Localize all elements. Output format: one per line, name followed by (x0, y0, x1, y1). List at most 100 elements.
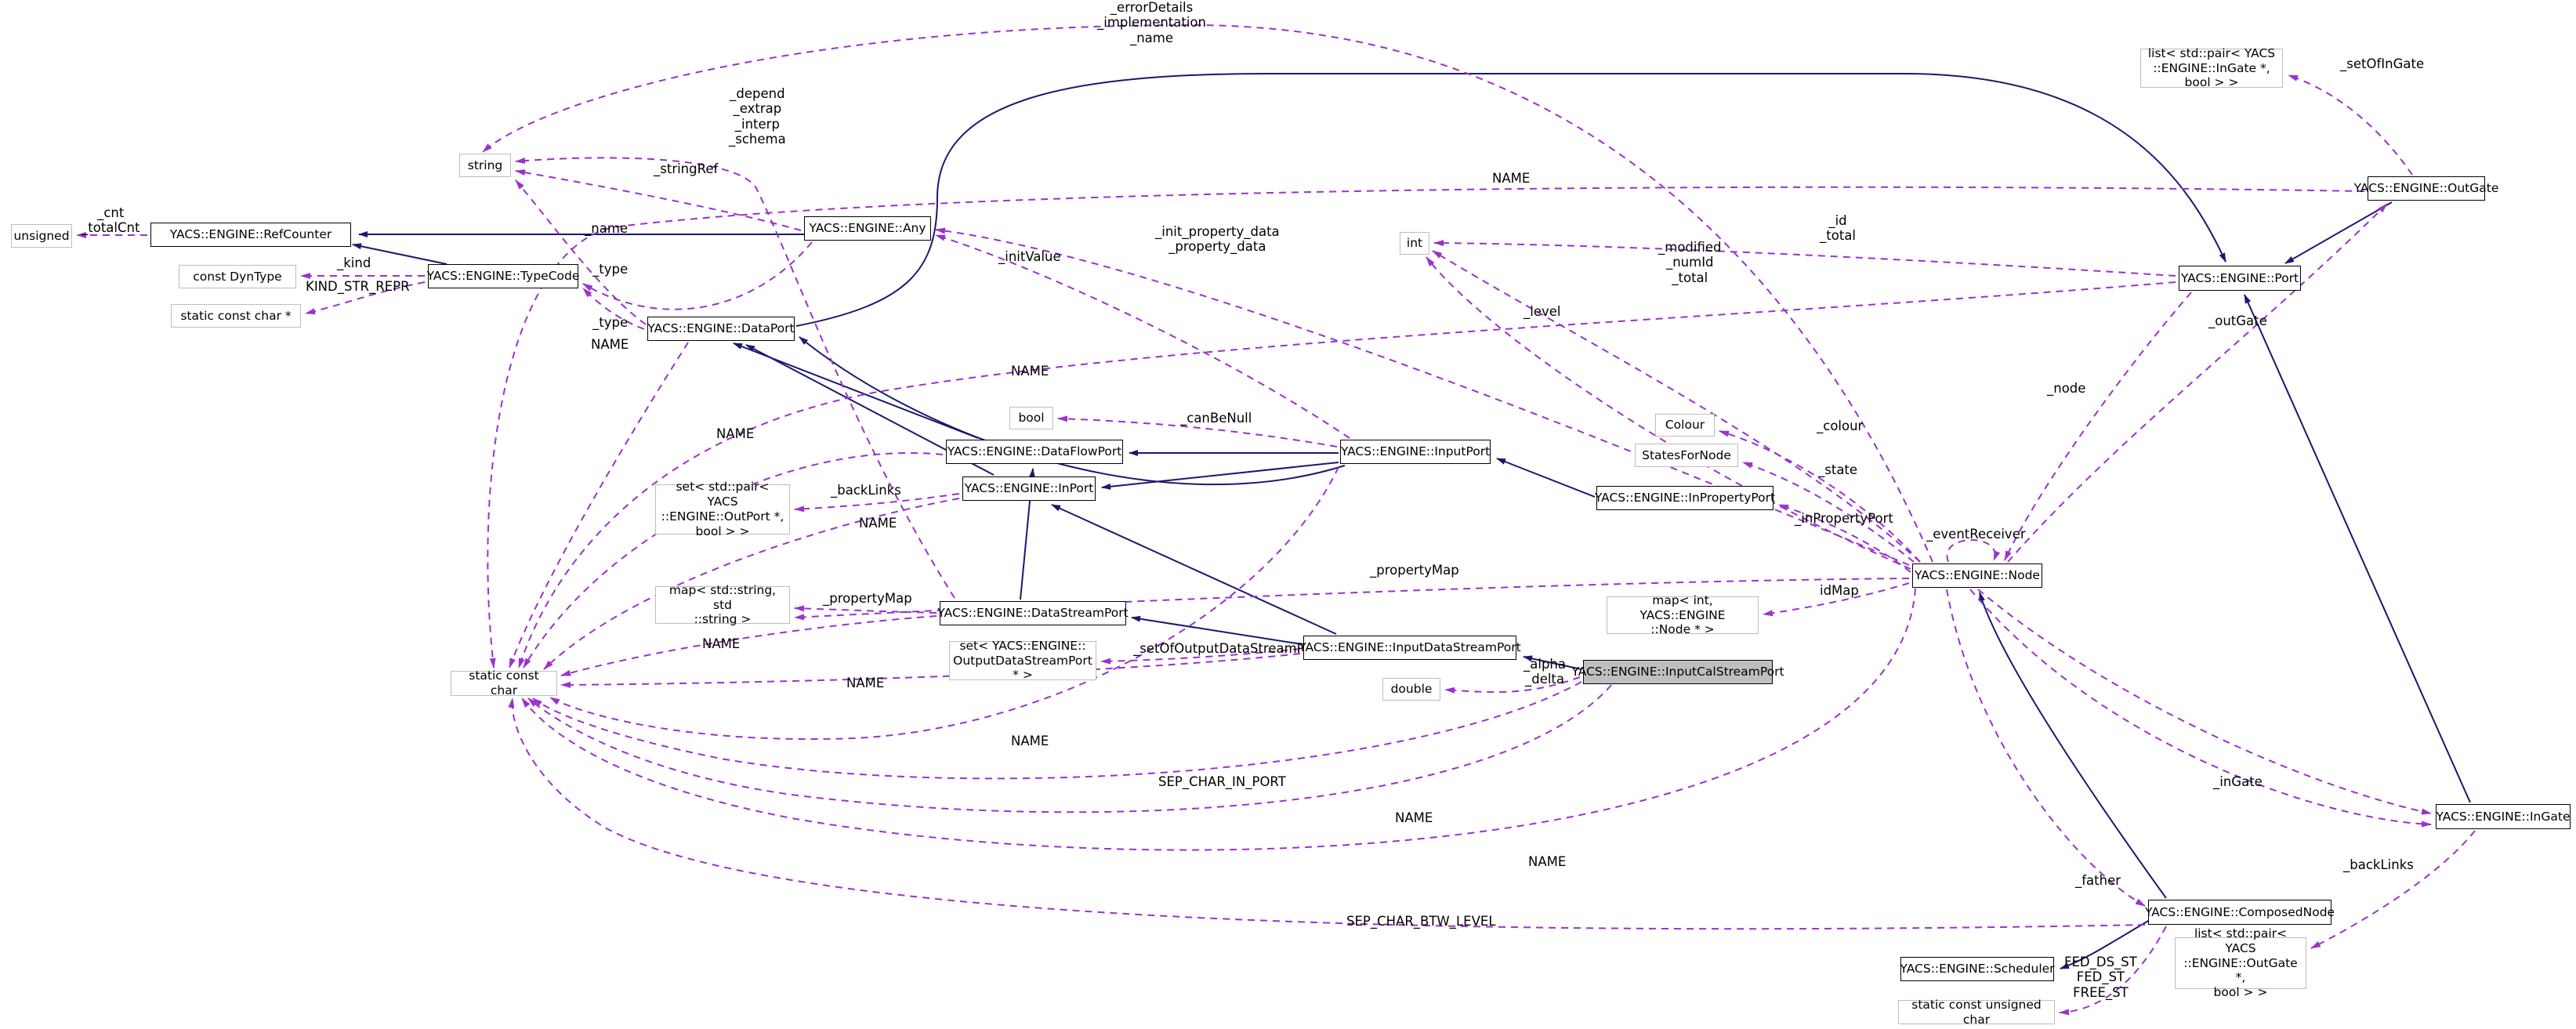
usage-edge (521, 588, 1916, 851)
usage-edge (2059, 926, 2167, 1016)
class-box-scheduler[interactable]: YACS::ENGINE::Scheduler (1900, 957, 2055, 981)
usage-edge (1433, 240, 2176, 277)
class-box-inputcalstreamport: YACS::ENGINE::InputCalStreamPort (1571, 660, 1784, 684)
class-box-bool: bool (1009, 407, 1053, 429)
edge-label: _propertyMap (1370, 563, 1459, 578)
edge-label: _setOfOutputDataStreamPort (1133, 641, 1323, 656)
class-box-statesfornode: StatesForNode (1635, 444, 1738, 467)
usage-edge (549, 466, 1339, 741)
usage-edge (1742, 462, 1915, 563)
class-box-any[interactable]: YACS::ENGINE::Any (804, 216, 931, 241)
class-box-colour: Colour (1655, 414, 1715, 437)
class-box-datastreamport[interactable]: YACS::ENGINE::DataStreamPort (937, 601, 1129, 625)
usage-edge (482, 24, 1933, 563)
usage-edge (1977, 589, 2432, 815)
class-box-inputdatastreamport[interactable]: YACS::ENGINE::InputDataStreamPort (1299, 636, 1521, 660)
usage-edge (1778, 504, 1911, 573)
edge-label: _father (2075, 873, 2121, 888)
edge-label: _stringRef (654, 161, 719, 176)
edge-label: _level (1523, 304, 1561, 319)
inheritance-edge (795, 73, 2226, 327)
edge-label: _initValue (998, 249, 1061, 264)
edge-label: _init_property_data _property_data (1155, 224, 1280, 255)
class-box-set-odsp: set< YACS::ENGINE:: OutputDataStreamPort… (949, 639, 1096, 682)
edge-label: _inPropertyPort (1795, 511, 1893, 526)
usage-edge (1432, 250, 1921, 563)
usage-edge (509, 342, 689, 668)
class-box-unsigned: unsigned (11, 224, 72, 248)
class-box-double: double (1382, 678, 1440, 701)
class-box-dataflowport[interactable]: YACS::ENGINE::DataFlowPort (946, 440, 1123, 464)
edge-label: _colour (1817, 418, 1864, 433)
usage-edge (1969, 589, 2432, 828)
class-box-static-const-unsigned-char: static const unsigned char (1898, 998, 2055, 1027)
usage-edge (794, 605, 937, 614)
usage-edge (523, 451, 944, 668)
edge-label: NAME (1011, 734, 1049, 748)
class-box-static-const-char: static const char (451, 668, 557, 697)
edge-label: KIND_STR_REPR (306, 279, 410, 294)
inheritance-edge (1496, 458, 1596, 498)
usage-edge (508, 697, 2146, 930)
usage-edge (560, 615, 937, 676)
edge-label: _id _total (1820, 213, 1856, 244)
usage-edge (543, 498, 960, 670)
class-box-map-string: map< std::string, std ::string > (655, 583, 790, 626)
edge-label: NAME (702, 636, 741, 651)
class-box-inpropertyport[interactable]: YACS::ENGINE::InPropertyPort (1595, 486, 1775, 510)
class-box-ingate[interactable]: YACS::ENGINE::InGate (2436, 804, 2571, 829)
inheritance-edge (1101, 462, 1339, 490)
edge-label: SEP_CHAR_BTW_LEVEL (1346, 914, 1496, 929)
usage-edge (2007, 203, 2388, 563)
usage-edge (487, 186, 2365, 668)
edge-label: _eventReceiver (1926, 527, 2026, 542)
usage-edge (2288, 74, 2413, 176)
edge-label: NAME (716, 426, 755, 441)
edge-label: FED_DS_ST FED_ST FREE_ST (2064, 955, 2137, 1000)
edge-label: _type (592, 315, 629, 330)
usage-edge (1719, 430, 1921, 563)
class-box-list-ingate: list< std::pair< YACS ::ENGINE::InGate *… (2140, 46, 2283, 89)
usage-edge (582, 241, 813, 310)
class-box-typecode[interactable]: YACS::ENGINE::TypeCode (427, 264, 579, 288)
class-box-string: string (459, 154, 511, 177)
usage-edge (2004, 292, 2192, 561)
edge-label: _backLinks (831, 483, 901, 498)
usage-edge (515, 157, 955, 599)
class-box-set-outport: set< std::pair< YACS ::ENGINE::OutPort *… (655, 480, 790, 538)
edge-label: idMap (1820, 583, 1859, 598)
class-box-int: int (1400, 232, 1429, 255)
usage-edge (1763, 582, 1910, 617)
class-box-inputport[interactable]: YACS::ENGINE::InputPort (1340, 440, 1491, 464)
class-box-port[interactable]: YACS::ENGINE::Port (2179, 266, 2301, 291)
edge-label: _kind (337, 255, 371, 270)
edge-label: _cnt _totalCnt (82, 205, 140, 236)
class-box-refcounter[interactable]: YACS::ENGINE::RefCounter (150, 223, 351, 247)
class-box-composednode[interactable]: YACS::ENGINE::ComposedNode (2145, 900, 2335, 925)
edge-label: NAME (1492, 171, 1531, 186)
class-box-node[interactable]: YACS::ENGINE::Node (1912, 563, 2042, 588)
inheritance-edge (1131, 615, 1302, 645)
inheritance-edge (1051, 504, 1337, 635)
usage-edge (305, 281, 426, 315)
edge-label: _propertyMap (823, 591, 912, 606)
edge-label: _depend _extrap _interp _schema (729, 86, 786, 147)
usage-edge (1426, 256, 1911, 570)
class-box-inport[interactable]: YACS::ENGINE::InPort (962, 476, 1096, 501)
edge-label: NAME (591, 337, 629, 352)
usage-edge (515, 169, 802, 231)
usage-edge (935, 234, 1350, 439)
usage-edge (582, 288, 645, 330)
class-box-outgate[interactable]: YACS::ENGINE::OutGate (2354, 176, 2498, 201)
usage-edge (2310, 830, 2476, 949)
edge-label: _outGate (2208, 313, 2267, 328)
edge-label: _name (585, 221, 629, 236)
edge-label: _node (2047, 381, 2086, 396)
edge-label: _setOfInGate (2340, 56, 2425, 71)
class-box-dataport[interactable]: YACS::ENGINE::DataPort (647, 317, 795, 341)
inheritance-edge (352, 243, 447, 265)
edge-label: _type (592, 262, 629, 277)
edge-label: NAME (1395, 810, 1433, 825)
edge-label: NAME (1528, 854, 1567, 869)
